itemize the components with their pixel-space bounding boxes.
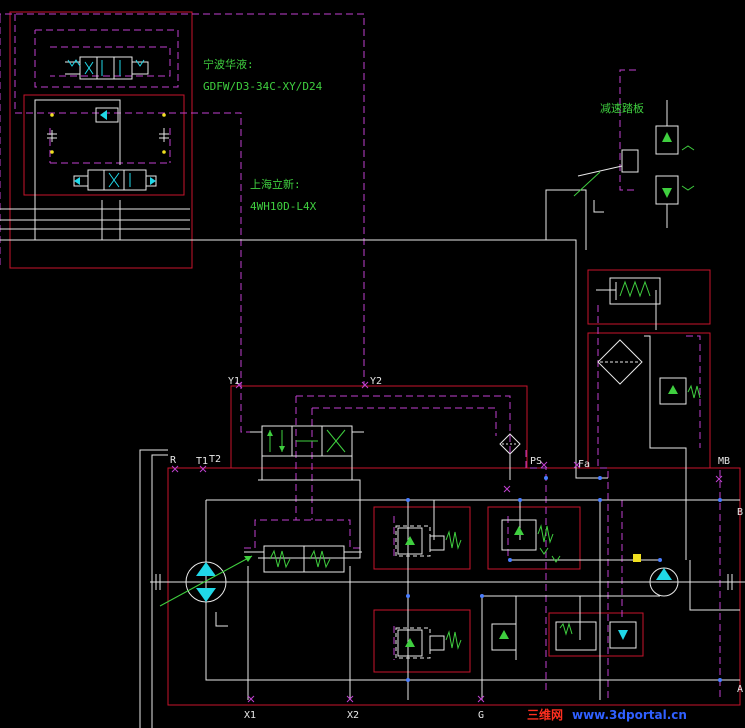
- port-a: A: [737, 684, 743, 695]
- secondary-pump: [649, 567, 745, 597]
- main-directional-valve: [250, 425, 364, 457]
- return-filter: [597, 339, 701, 405]
- relief-valves: [395, 519, 637, 659]
- main-lines: [0, 99, 740, 728]
- port-markers: [171, 381, 723, 703]
- filter-frame: [587, 332, 711, 469]
- port-ps: PS: [530, 456, 542, 467]
- watermark-url: www.3dportal.cn: [572, 708, 687, 722]
- red-frames: [9, 11, 741, 706]
- port-y2: Y2: [370, 376, 382, 387]
- port-x2: X2: [347, 710, 359, 721]
- watermark-cn: 三维网: [527, 707, 563, 722]
- port-fa: Fa: [578, 459, 590, 470]
- pilot-ports-dots: [50, 113, 166, 154]
- control-cylinder: [596, 277, 661, 305]
- pilot-solenoid-valve: [47, 56, 169, 142]
- main-valve-model: 4WH10D-L4X: [250, 200, 317, 213]
- port-y1: Y1: [228, 376, 240, 387]
- port-mb: MB: [718, 456, 730, 467]
- main-valve-title: 上海立新:: [250, 177, 301, 191]
- cylinder-frame: [587, 269, 711, 325]
- decel-pedal-valve: [573, 100, 695, 228]
- pilot-lines: [0, 13, 721, 700]
- port-t1: T1: [196, 456, 208, 467]
- relief-valve-frame-2: [487, 506, 581, 570]
- relief-valve-frame-1: [373, 506, 471, 570]
- decel-plate-label: 减速踏板: [600, 101, 644, 115]
- pilot-valve-model: GDFW/D3-34C-XY/D24: [203, 80, 323, 93]
- ps-filter: [499, 433, 521, 480]
- port-x1: X1: [244, 710, 256, 721]
- decel-pedal-arrows: [662, 132, 672, 198]
- main-valve-arrowheads: [267, 430, 285, 452]
- pilot-directional-valve: [73, 169, 157, 191]
- junction-dots: [406, 476, 722, 682]
- relief-valve-frame-3: [373, 609, 471, 673]
- port-r: R: [170, 455, 177, 466]
- relief-valve-frame-4: [548, 612, 644, 657]
- pilot-inner-frame: [23, 94, 185, 196]
- main-variable-pump: [150, 555, 253, 607]
- pump-controller: [244, 545, 362, 573]
- port-b: B: [737, 507, 743, 518]
- port-g: G: [478, 710, 484, 721]
- pilot-valve-title: 宁波华液:: [203, 57, 254, 71]
- pump-block-frame: [167, 467, 741, 706]
- measuring-point: [633, 554, 641, 562]
- port-t2: T2: [209, 454, 221, 465]
- pilot-valve-frame: [9, 11, 193, 269]
